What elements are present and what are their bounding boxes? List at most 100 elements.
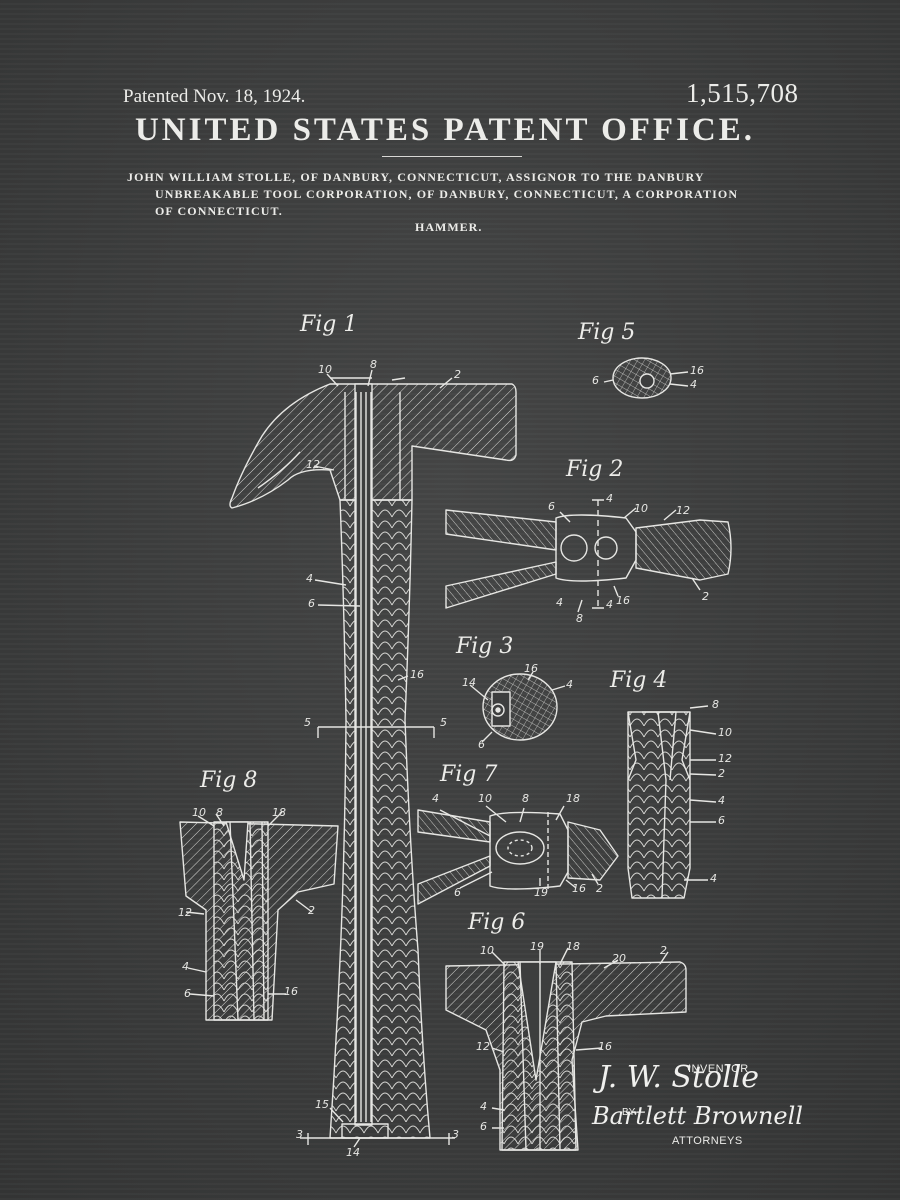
figure-5-section xyxy=(603,357,689,399)
ref-numeral: 4 xyxy=(606,492,613,505)
ref-numeral: 18 xyxy=(272,806,286,819)
ref-numeral: 6 xyxy=(548,500,555,513)
figure-3-section xyxy=(469,671,566,743)
ref-numeral: 12 xyxy=(476,1040,490,1053)
ref-numeral: 6 xyxy=(184,987,191,1000)
ref-numeral: 18 xyxy=(566,792,580,805)
inventor-signature: J. W. Stolle xyxy=(598,1060,760,1095)
patent-subject: HAMMER. xyxy=(415,220,483,234)
ref-numeral: 6 xyxy=(480,1120,487,1133)
ref-numeral: 16 xyxy=(616,594,630,607)
figure-7-top-view xyxy=(417,805,619,905)
figure-2-top-view xyxy=(445,499,732,613)
fig8-label: Fig 8 xyxy=(200,768,258,793)
fig7-label: Fig 7 xyxy=(440,762,498,787)
ref-numeral: 5 xyxy=(440,716,447,729)
hammer-handle xyxy=(329,499,431,1139)
ref-numeral: 16 xyxy=(598,1040,612,1053)
ref-numeral: 12 xyxy=(718,752,732,765)
ref-numeral: 4 xyxy=(556,596,563,609)
ref-numeral: 14 xyxy=(462,676,476,689)
ref-numeral: 16 xyxy=(284,985,298,998)
ref-numeral: 2 xyxy=(454,368,461,381)
handle-core-strip xyxy=(354,383,373,1126)
ref-numeral: 4 xyxy=(432,792,439,805)
ref-numeral: 2 xyxy=(308,904,315,917)
fig2-label: Fig 2 xyxy=(566,457,624,482)
fig2-face xyxy=(635,519,732,581)
ref-numeral: 12 xyxy=(676,504,690,517)
ref-numeral: 6 xyxy=(592,374,599,387)
inventor-line-3: OF CONNECTICUT. xyxy=(155,204,283,218)
fig2-claw-bottom xyxy=(445,561,557,609)
ref-numeral: 6 xyxy=(454,886,461,899)
title-divider xyxy=(382,156,522,157)
ref-numeral: 4 xyxy=(690,378,697,391)
ref-numeral: 4 xyxy=(710,872,717,885)
ref-numeral: 6 xyxy=(718,814,725,827)
fig5-label: Fig 5 xyxy=(578,320,636,345)
attorneys-signature: Bartlett Brownell xyxy=(592,1102,803,1130)
ref-numeral: 3 xyxy=(452,1128,459,1141)
office-title: UNITED STATES PATENT OFFICE. xyxy=(134,112,756,148)
ref-numeral: 6 xyxy=(478,738,485,751)
ref-numeral: 4 xyxy=(718,794,725,807)
fig6-label: Fig 6 xyxy=(468,910,526,935)
attorneys-label: ATTORNEYS xyxy=(672,1135,743,1147)
section-line-5 xyxy=(317,726,435,738)
ref-numeral: 10 xyxy=(478,792,492,805)
fig1-label: Fig 1 xyxy=(300,312,358,337)
by-label: BY xyxy=(622,1107,636,1118)
ref-numeral: 8 xyxy=(712,698,719,711)
ref-numeral: 2 xyxy=(660,944,667,957)
ref-numeral: 10 xyxy=(718,726,732,739)
ref-numeral: 8 xyxy=(576,612,583,625)
patent-date: Patented Nov. 18, 1924. xyxy=(123,86,306,107)
figure-4-section xyxy=(627,705,717,899)
inventor-line-2: UNBREAKABLE TOOL CORPORATION, OF DANBURY… xyxy=(155,187,739,201)
ref-numeral: 4 xyxy=(182,960,189,973)
ref-numeral: 16 xyxy=(690,364,704,377)
ref-numeral: 4 xyxy=(480,1100,487,1113)
ref-numeral: 16 xyxy=(410,668,424,681)
figure-6-section xyxy=(445,947,687,1151)
ref-numeral: 5 xyxy=(304,716,311,729)
ref-numeral: 16 xyxy=(572,882,586,895)
ref-numeral: 15 xyxy=(315,1098,329,1111)
fig4-label: Fig 4 xyxy=(610,668,668,693)
figure-8-section xyxy=(179,811,339,1021)
inventor-label: INVENTOR xyxy=(688,1063,749,1075)
ref-numeral: 2 xyxy=(718,767,725,780)
ref-numeral: 12 xyxy=(178,906,192,919)
ref-numeral: 18 xyxy=(566,940,580,953)
figure-1-hammer xyxy=(229,369,517,1148)
ref-numeral: 10 xyxy=(192,806,206,819)
ref-numeral: 19 xyxy=(530,940,544,953)
ref-numeral: 2 xyxy=(702,590,709,603)
ref-numeral: 6 xyxy=(308,597,315,610)
ref-numeral: 10 xyxy=(318,363,332,376)
ref-numeral: 4 xyxy=(306,572,313,585)
fig2-claw-top xyxy=(445,509,557,551)
ref-numeral: 16 xyxy=(524,662,538,675)
ref-numeral: 14 xyxy=(346,1146,360,1159)
ref-numeral: 12 xyxy=(306,458,320,471)
ref-numeral: 8 xyxy=(370,358,377,371)
hammer-claw-edge xyxy=(257,451,301,489)
fig3-label: Fig 3 xyxy=(456,634,514,659)
fig2-eye xyxy=(555,514,637,582)
inventor-line-1: JOHN WILLIAM STOLLE, OF DANBURY, CONNECT… xyxy=(127,170,705,184)
ref-numeral: 10 xyxy=(480,944,494,957)
hammer-head xyxy=(229,383,517,509)
ref-numeral: 8 xyxy=(216,806,223,819)
ref-numeral: 20 xyxy=(612,952,626,965)
patent-number: 1,515,708 xyxy=(686,78,799,108)
ref-numeral: 19 xyxy=(534,886,548,899)
ref-numeral: 3 xyxy=(296,1128,303,1141)
ref-numeral: 4 xyxy=(566,678,573,691)
ref-numeral: 4 xyxy=(606,598,613,611)
ref-numeral: 8 xyxy=(522,792,529,805)
ref-numeral: 10 xyxy=(634,502,648,515)
